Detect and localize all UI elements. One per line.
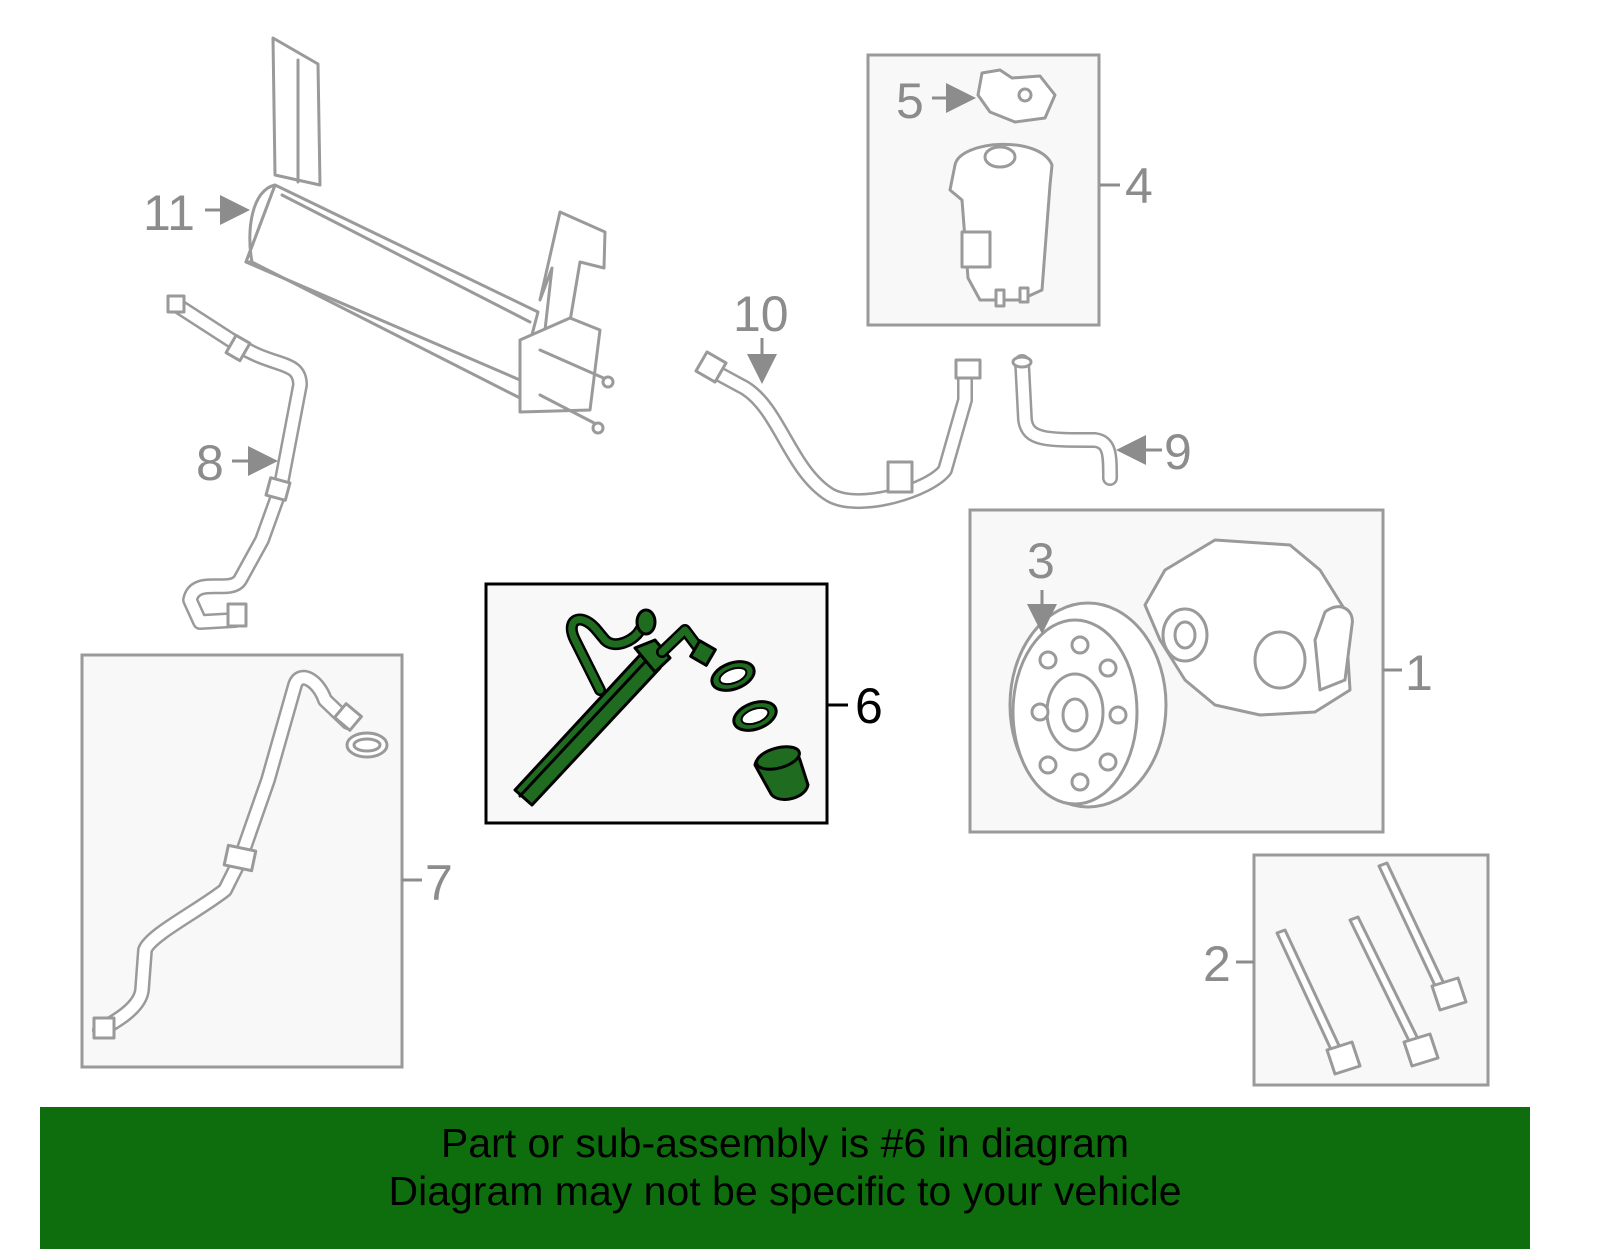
part-11-cooler[interactable] bbox=[244, 36, 615, 435]
box-4-reservoir[interactable] bbox=[866, 53, 1101, 327]
callout-6: 6 bbox=[855, 678, 883, 734]
leader-lines bbox=[205, 83, 1402, 964]
callout-1: 1 bbox=[1405, 645, 1433, 701]
box-2-bolts[interactable] bbox=[1252, 853, 1490, 1087]
banner-line-2: Diagram may not be specific to your vehi… bbox=[388, 1168, 1182, 1214]
part-10-hose[interactable] bbox=[694, 350, 982, 510]
callout-7: 7 bbox=[425, 855, 453, 911]
info-banner: Part or sub-assembly is #6 in diagram Di… bbox=[40, 1107, 1530, 1249]
part-8-line[interactable] bbox=[166, 294, 308, 630]
callouts: 11 5 4 10 8 9 3 1 6 7 2 bbox=[143, 73, 1433, 992]
callout-8: 8 bbox=[196, 435, 224, 491]
parts-diagram: 11 5 4 10 8 9 3 1 6 7 2 bbox=[80, 36, 1490, 1087]
callout-3: 3 bbox=[1027, 533, 1055, 589]
part-9-tube[interactable] bbox=[1011, 354, 1118, 486]
banner-line-1: Part or sub-assembly is #6 in diagram bbox=[440, 1120, 1130, 1166]
callout-9: 9 bbox=[1164, 424, 1192, 480]
callout-10: 10 bbox=[733, 286, 789, 342]
callout-4: 4 bbox=[1125, 158, 1153, 214]
callout-11: 11 bbox=[143, 185, 195, 241]
box-7-line[interactable] bbox=[80, 653, 404, 1069]
callout-2: 2 bbox=[1203, 936, 1231, 992]
callout-5: 5 bbox=[896, 73, 924, 129]
box-6-tube-assembly[interactable] bbox=[484, 582, 829, 825]
box-1-pump[interactable] bbox=[968, 508, 1385, 834]
